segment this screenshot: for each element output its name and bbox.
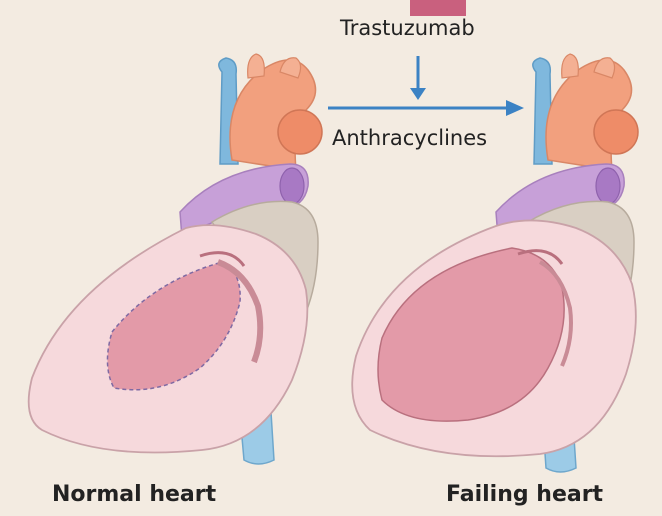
normal-heart — [29, 54, 322, 464]
normal-pulmonary-opening — [280, 168, 304, 204]
failing-heart — [352, 54, 638, 472]
accent-tab — [410, 0, 466, 16]
normal-aorta-branch — [248, 54, 265, 78]
normal-aorta-opening — [278, 110, 322, 154]
failing-pulmonary-opening — [596, 168, 620, 204]
failing-heart-caption: Failing heart — [446, 482, 603, 507]
arrow-right-icon — [328, 100, 524, 116]
trastuzumab-label: Trastuzumab — [340, 16, 475, 40]
failing-aorta-branch — [562, 54, 579, 78]
failing-aorta-opening — [594, 110, 638, 154]
anthracyclines-label: Anthracyclines — [332, 126, 487, 150]
arrow-down-icon — [410, 56, 426, 100]
normal-heart-caption: Normal heart — [52, 482, 216, 507]
